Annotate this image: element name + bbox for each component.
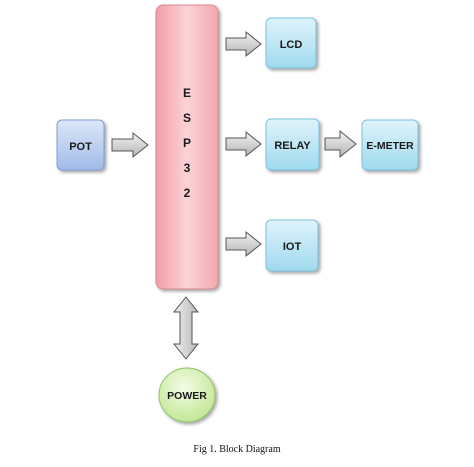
power-label: POWER [167, 390, 207, 402]
relay-block: RELAY [265, 118, 320, 171]
lcd-box [265, 17, 317, 69]
figure-caption: Fig 1. Block Diagram [193, 444, 281, 455]
esp32-block: ESP 3 2 [155, 4, 219, 290]
arrow-esp32-power-bidirectional [172, 296, 200, 360]
arrow-esp32-to-relay [225, 130, 262, 158]
iot-block: IOT [265, 219, 319, 272]
esp32-label-char: P [183, 136, 191, 150]
arrow-pot-to-esp32 [111, 131, 149, 159]
lcd-label: LCD [280, 39, 303, 51]
arrow-esp32-to-lcd [225, 30, 262, 58]
power-circle [158, 367, 216, 423]
esp32-label: ESP 3 2 [183, 86, 191, 200]
arrow-relay-to-emeter [324, 129, 357, 159]
pot-block: POT [56, 119, 105, 171]
lcd-block: LCD [265, 17, 317, 69]
esp32-label-char: E [183, 86, 191, 100]
iot-box [265, 219, 319, 272]
esp32-box [155, 4, 219, 290]
relay-label: RELAY [274, 140, 311, 152]
relay-box [265, 118, 320, 171]
esp32-label-char: 3 [184, 161, 191, 175]
emeter-label: E-METER [366, 140, 414, 152]
iot-label: IOT [283, 241, 302, 253]
arrow-esp32-to-iot [225, 230, 262, 258]
pot-box [56, 119, 105, 171]
emeter-block: E-METER [361, 119, 419, 171]
emeter-box [361, 119, 419, 171]
pot-label: POT [69, 141, 92, 153]
power-block: POWER [158, 367, 216, 423]
esp32-label-char: 2 [184, 186, 191, 200]
esp32-label-char: S [183, 111, 191, 125]
